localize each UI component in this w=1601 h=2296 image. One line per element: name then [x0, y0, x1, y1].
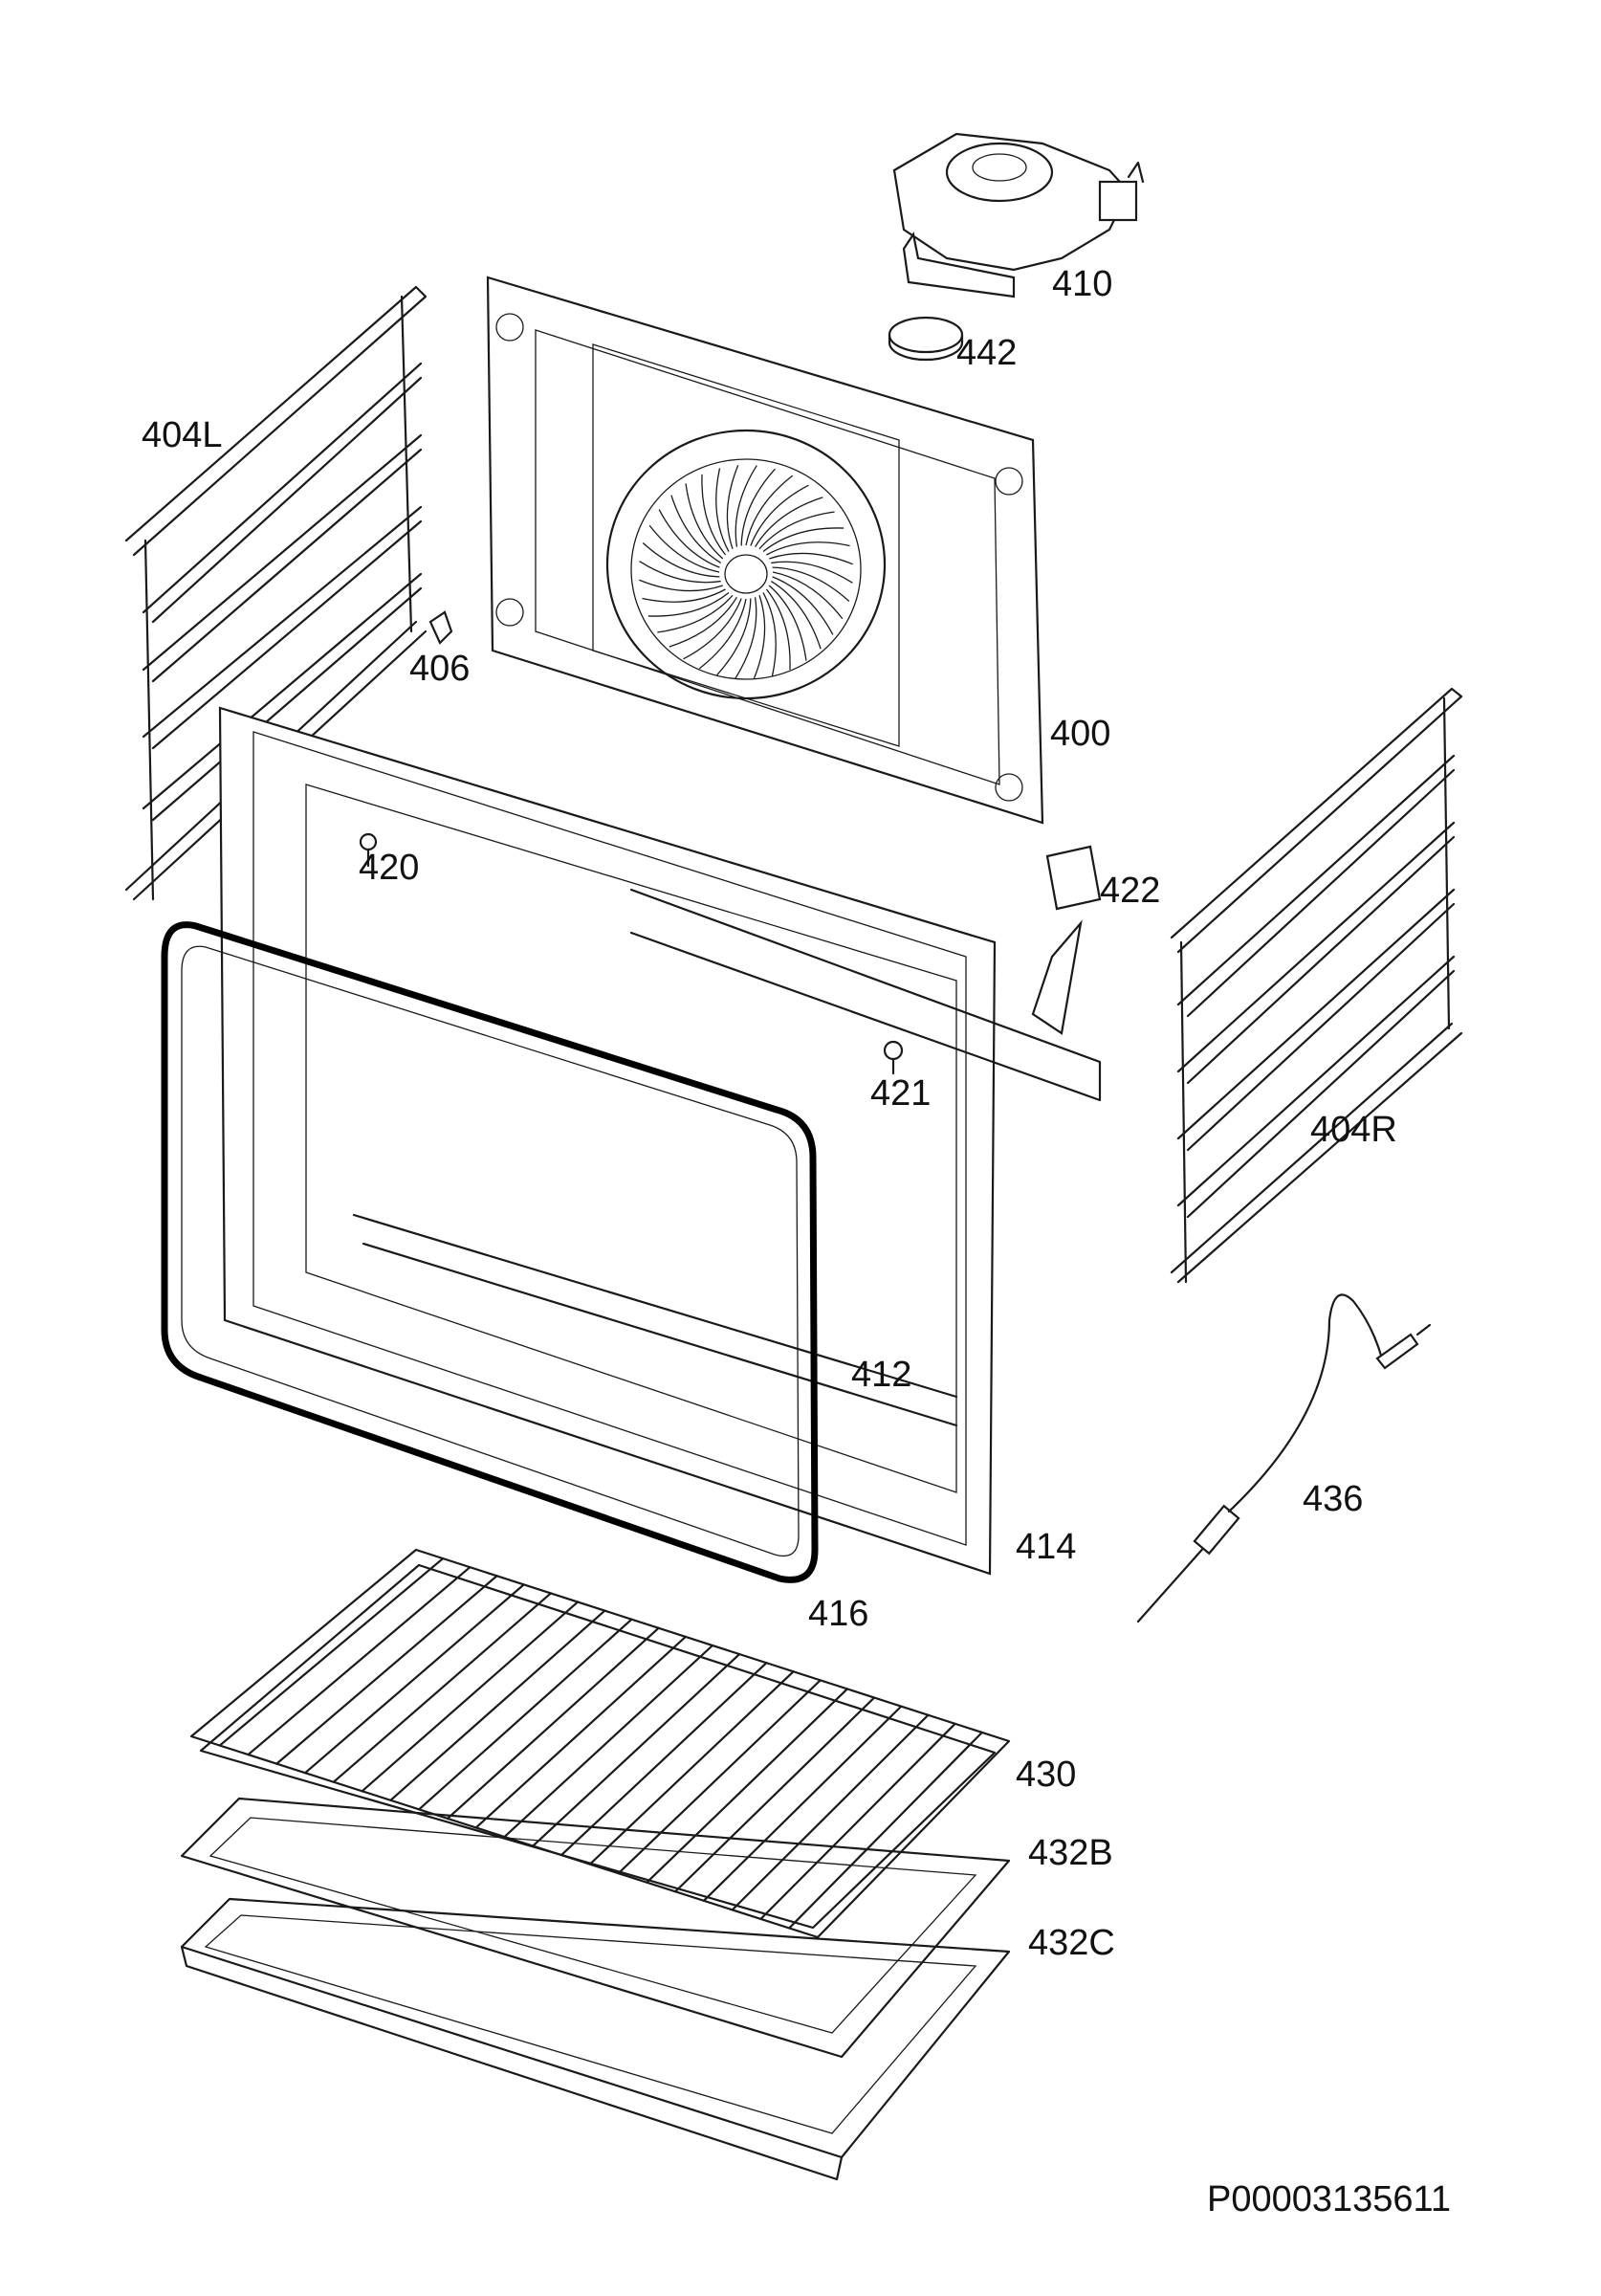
rack-wire	[247, 1566, 472, 1756]
part-406-clip	[428, 610, 453, 645]
fan-grille-spoke	[762, 527, 844, 553]
part-410-fan-motor	[892, 132, 1145, 298]
fan-grille-spoke	[716, 598, 752, 676]
fan-grille-spoke	[701, 474, 727, 556]
fan-grille-spoke	[758, 511, 835, 550]
fan-grille-spoke	[750, 484, 809, 546]
label-406: 406	[409, 649, 471, 689]
rack-wire	[446, 1626, 660, 1821]
label-430: 430	[1016, 1755, 1077, 1795]
rack-wire	[731, 1713, 930, 1911]
part-414-cavity-frame	[218, 706, 1102, 1576]
fan-grille-spoke	[658, 509, 720, 568]
rack-wire	[474, 1635, 687, 1829]
part-404R-right-shelf-rail	[1170, 687, 1463, 1284]
fan-grille-spoke	[768, 585, 807, 661]
fan-grille-spoke	[685, 483, 724, 560]
fan-grille-spoke	[642, 542, 720, 578]
label-436: 436	[1303, 1479, 1364, 1519]
label-414: 414	[1016, 1527, 1077, 1567]
fan-grille-spoke	[735, 597, 757, 679]
rack-wire	[788, 1731, 983, 1930]
fan-grille-spoke	[639, 561, 721, 584]
fan-grille-spoke	[648, 524, 720, 573]
label-420: 420	[359, 848, 420, 888]
label-416: 416	[808, 1594, 869, 1634]
part-416-door-seal	[161, 921, 819, 1583]
fan-grille-spoke	[735, 465, 757, 547]
fan-grille-spoke	[726, 465, 739, 549]
rack-wire	[389, 1609, 606, 1801]
label-432C: 432C	[1028, 1923, 1115, 1963]
label-410: 410	[1052, 264, 1113, 304]
fan-grille-spoke	[765, 588, 791, 671]
fan-grille-spoke	[740, 468, 776, 546]
label-442: 442	[956, 333, 1018, 373]
rack-wire	[646, 1688, 849, 1884]
rack-wire	[588, 1670, 795, 1866]
fan-grille-spoke	[698, 598, 747, 670]
label-412: 412	[851, 1355, 912, 1395]
fan-grille-spoke	[670, 495, 722, 563]
fan-grille	[639, 465, 853, 679]
rack-wire	[759, 1722, 956, 1921]
part-430-wire-rack	[189, 1548, 1011, 1939]
rack-wire	[559, 1662, 768, 1857]
label-404L: 404L	[142, 415, 223, 455]
fan-grille-spoke	[772, 566, 850, 602]
fan-grille-spoke	[657, 594, 734, 633]
rack-wire	[332, 1592, 553, 1783]
part-421-screw	[883, 1040, 904, 1075]
diagram-code: P00003135611	[1207, 2179, 1451, 2219]
rack-wire	[503, 1644, 714, 1839]
fan-grille-spoke	[715, 468, 730, 552]
rack-wire	[303, 1583, 525, 1775]
fan-grille-spoke	[639, 579, 723, 592]
rack-wire	[275, 1575, 498, 1765]
part-436-temperature-probe	[1136, 1293, 1432, 1623]
fan-grille-spoke	[669, 596, 737, 648]
rack-wire	[674, 1696, 876, 1893]
rack-wire	[218, 1556, 445, 1747]
fan-grille-spoke	[753, 595, 766, 679]
label-404R: 404R	[1310, 1110, 1397, 1150]
fan-grille-spoke	[770, 581, 822, 650]
part-442-disc	[888, 316, 964, 362]
fan-grille-spoke	[683, 598, 742, 660]
label-422: 422	[1100, 871, 1161, 911]
part-420-screw	[359, 832, 378, 868]
fan-grille-spoke	[769, 552, 853, 565]
part-422-lamp	[1031, 845, 1102, 1035]
label-421: 421	[870, 1073, 932, 1114]
rack-wire	[702, 1705, 903, 1902]
fan-grille-spoke	[766, 541, 850, 556]
fan-grille-spoke	[772, 576, 834, 635]
part-432B-tray	[180, 1797, 1011, 2059]
fan-grille-spoke	[762, 592, 777, 676]
rack-wire	[361, 1601, 580, 1793]
rack-wire	[532, 1652, 741, 1847]
fan-grille-spoke	[642, 588, 726, 603]
fan-grille-spoke	[647, 591, 730, 617]
rack-wire	[418, 1618, 633, 1811]
fan-grille-spoke	[771, 561, 853, 584]
fan-grille-spoke	[745, 475, 794, 546]
rack-wire	[617, 1679, 822, 1875]
fan-grille-spoke	[755, 497, 823, 548]
label-432B: 432B	[1028, 1833, 1113, 1873]
part-404L-left-shelf-rail	[124, 285, 428, 901]
part-432C-tray	[180, 1897, 1011, 2181]
label-400: 400	[1050, 714, 1111, 754]
fan-grille-spoke	[772, 571, 844, 620]
